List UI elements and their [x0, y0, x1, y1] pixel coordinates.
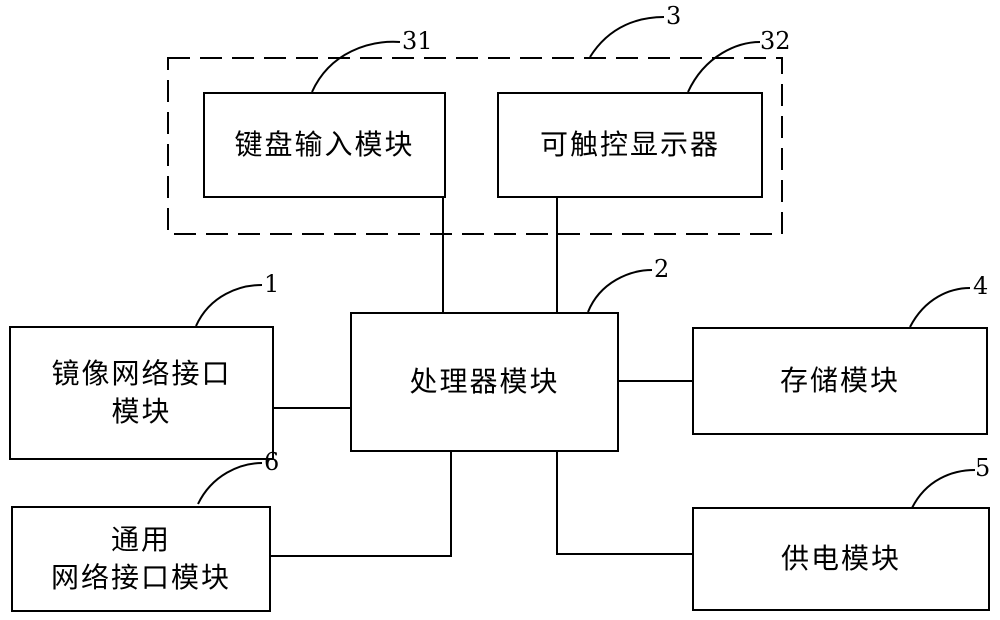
leader-2	[587, 269, 653, 313]
processor-module: 处理器模块	[350, 312, 619, 452]
leader-1	[195, 284, 263, 327]
general-interface-label-line1: 通用	[110, 523, 171, 557]
keyboard-input-label: 键盘输入模块	[234, 128, 415, 162]
line-processor-general	[270, 450, 452, 557]
power-label: 供电模块	[780, 542, 901, 576]
mirror-network-interface-module: 镜像网络接口 模块	[9, 326, 274, 460]
power-supply-module: 供电模块	[692, 507, 990, 611]
ref-label-4: 4	[973, 272, 989, 300]
leader-5	[911, 469, 976, 509]
leader-31	[311, 40, 401, 93]
ref-label-3: 3	[666, 2, 682, 30]
ref-label-2: 2	[654, 255, 670, 283]
leader-4	[909, 287, 971, 328]
general-network-interface-module: 通用 网络接口模块	[11, 506, 271, 612]
ref-label-5: 5	[975, 454, 991, 482]
mirror-interface-label-line2: 模块	[111, 395, 172, 428]
ref-label-32: 32	[760, 27, 791, 55]
leader-curves	[195, 16, 976, 509]
leader-32	[687, 41, 761, 93]
keyboard-input-module: 键盘输入模块	[203, 92, 446, 198]
touch-display-module: 可触控显示器	[497, 92, 763, 198]
connection-lines	[270, 196, 692, 557]
ref-label-31: 31	[402, 27, 433, 55]
mirror-interface-label-line1: 镜像网络接口	[51, 357, 232, 391]
input-group-boundary	[167, 57, 783, 235]
line-processor-power	[556, 450, 692, 555]
leader-6	[197, 462, 263, 505]
processor-label: 处理器模块	[409, 365, 560, 399]
storage-module: 存储模块	[692, 327, 988, 435]
leader-3	[589, 16, 665, 58]
ref-label-6: 6	[264, 448, 280, 476]
general-interface-label-line2: 网络接口模块	[50, 561, 231, 594]
storage-label: 存储模块	[779, 364, 900, 398]
ref-label-1: 1	[264, 270, 280, 298]
touch-display-label: 可触控显示器	[539, 128, 720, 162]
